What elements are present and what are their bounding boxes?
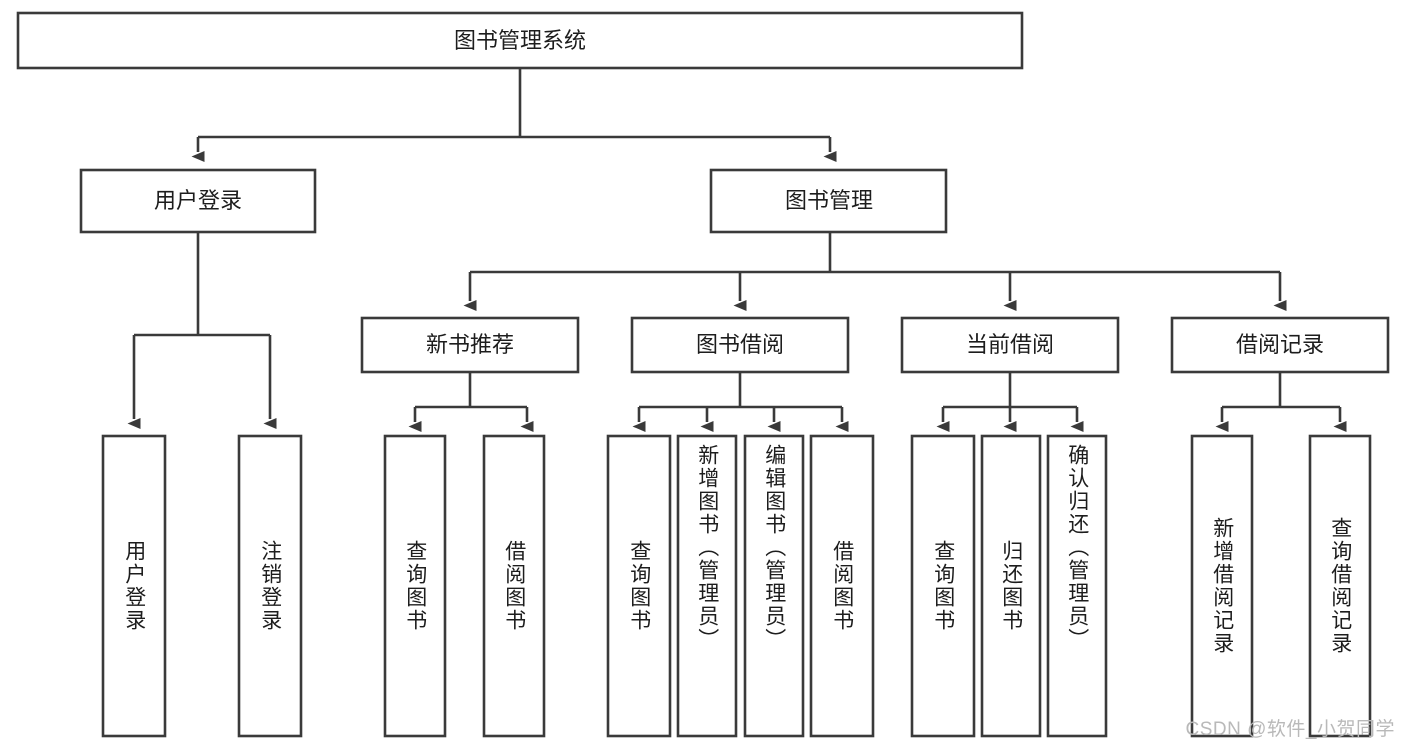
- leaf-box-book-borrow-4[interactable]: [809, 434, 875, 738]
- leaf-box-book-borrow-1[interactable]: [606, 434, 672, 738]
- node-book-management[interactable]: [709, 168, 948, 234]
- leaf-box-new-book-2[interactable]: [482, 434, 546, 738]
- leaf-box-borrow-record-2[interactable]: [1308, 434, 1372, 738]
- node-root-label: 图书管理系统: [454, 28, 586, 53]
- leaf-box-current-borrow-1[interactable]: [910, 434, 976, 738]
- node-current-borrow[interactable]: [900, 316, 1120, 374]
- leaf-box-book-borrow-3[interactable]: [743, 434, 805, 738]
- node-root-book-management-system[interactable]: [16, 11, 1024, 70]
- node-book-borrow[interactable]: [630, 316, 850, 374]
- node-current-borrow-label: 当前借阅: [966, 332, 1054, 357]
- leaf-box-user-login-1[interactable]: [101, 434, 167, 738]
- node-book-management-label: 图书管理: [785, 188, 873, 213]
- node-user-login[interactable]: [79, 168, 317, 234]
- leaf-box-new-book-1[interactable]: [383, 434, 447, 738]
- leaf-box-current-borrow-3[interactable]: [1046, 434, 1108, 738]
- node-borrow-record[interactable]: [1170, 316, 1390, 374]
- leaf-box-user-login-2[interactable]: [237, 434, 303, 738]
- node-book-borrow-label: 图书借阅: [696, 332, 784, 357]
- node-new-book-recommend[interactable]: [360, 316, 580, 374]
- leaf-box-current-borrow-2[interactable]: [980, 434, 1042, 738]
- leaf-box-borrow-record-1[interactable]: [1190, 434, 1254, 738]
- node-user-login-label: 用户登录: [154, 188, 242, 213]
- node-new-book-recommend-label: 新书推荐: [426, 332, 514, 357]
- leaf-box-book-borrow-2[interactable]: [676, 434, 738, 738]
- node-borrow-record-label: 借阅记录: [1236, 332, 1324, 357]
- watermark-text: CSDN @软件_小贺同学: [1185, 719, 1395, 740]
